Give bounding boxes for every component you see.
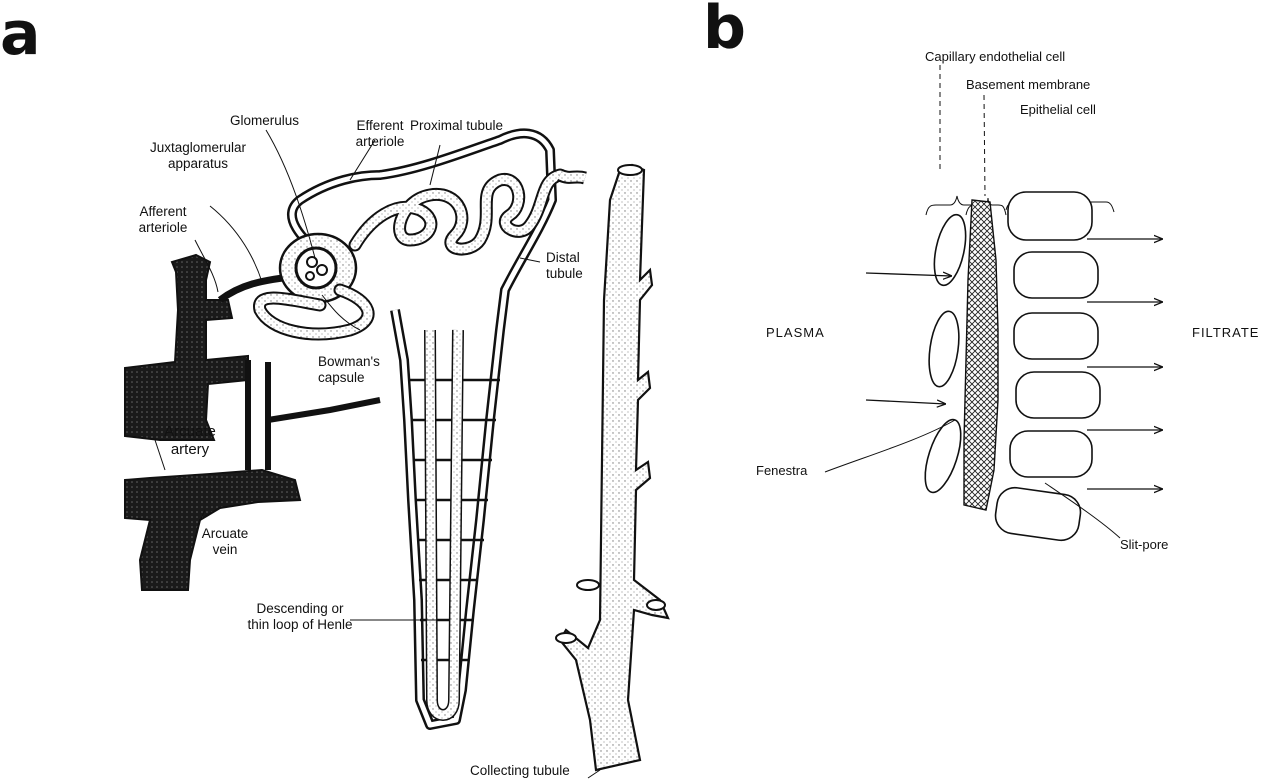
label-basement-membrane: Basement membrane — [966, 77, 1090, 93]
label-distal-tubule: Distal tubule — [546, 250, 583, 282]
label-line: Juxtaglomerular — [118, 140, 278, 156]
label-line: artery — [150, 441, 230, 459]
label-juxtaglomerular-apparatus: Juxtaglomerular apparatus — [118, 140, 278, 172]
epithelial-cell — [1014, 252, 1098, 298]
label-filtrate: FILTRATE — [1192, 325, 1259, 341]
label-line: Arcuate — [190, 526, 260, 542]
label-line: arteriole — [335, 134, 425, 150]
endothelial-cell — [918, 416, 968, 497]
epithelial-cell — [993, 485, 1083, 542]
label-afferent-arteriole: Afferent arteriole — [108, 204, 218, 236]
filtration-barrier-illustration — [825, 65, 1163, 543]
label-fenestra: Fenestra — [756, 463, 807, 479]
label-line: arteriole — [108, 220, 218, 236]
label-line: tubule — [546, 266, 583, 282]
label-line: capsule — [318, 370, 380, 386]
label-proximal-tubule: Proximal tubule — [410, 118, 503, 134]
label-line: Descending or — [225, 601, 375, 617]
glomerulus-tuft — [296, 248, 336, 288]
label-line: Afferent — [108, 204, 218, 220]
label-bowmans-capsule: Bowman's capsule — [318, 354, 380, 386]
basement-membrane-layer — [964, 200, 998, 510]
label-line: Distal — [546, 250, 583, 266]
label-line: apparatus — [118, 156, 278, 172]
label-line: vein — [190, 542, 260, 558]
epithelial-cell — [1010, 431, 1092, 477]
epithelial-cell — [1008, 192, 1092, 240]
epithelial-cell — [1014, 313, 1098, 359]
label-slit-pore: Slit-pore — [1120, 537, 1168, 553]
label-epithelial-cell: Epithelial cell — [1020, 102, 1096, 118]
arcuate-artery-vessel — [125, 255, 248, 440]
peritubular-capillary-network — [292, 133, 552, 725]
label-line: Bowman's — [318, 354, 380, 370]
label-loop-of-henle: Descending or thin loop of Henle — [225, 601, 375, 633]
label-plasma: PLASMA — [766, 325, 825, 341]
label-arcuate-artery: Arcuate artery — [150, 423, 230, 459]
label-capillary-endothelial-cell: Capillary endothelial cell — [925, 49, 1065, 65]
label-glomerulus: Glomerulus — [230, 113, 299, 129]
label-line: thin loop of Henle — [225, 617, 375, 633]
flow-arrow-in — [866, 400, 946, 404]
label-collecting-tubule: Collecting tubule — [470, 763, 570, 779]
endothelial-cell — [925, 309, 963, 388]
label-line: Arcuate — [150, 423, 230, 441]
endothelial-cell — [929, 212, 971, 288]
label-arcuate-vein: Arcuate vein — [190, 526, 260, 558]
epithelial-cell — [1016, 372, 1100, 418]
